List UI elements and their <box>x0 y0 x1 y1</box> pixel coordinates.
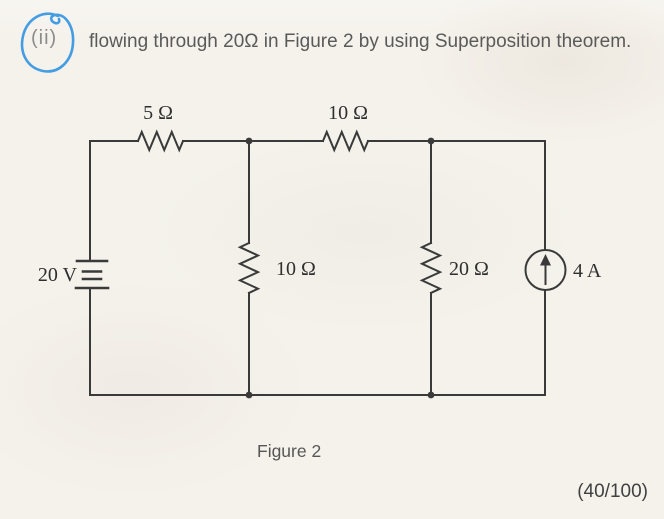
blue-ellipse-stroke <box>20 12 75 73</box>
marks-allocation: (40/100) <box>577 481 648 502</box>
label-resistor-10ohm-middle: 10 Ω <box>276 258 316 280</box>
junction-dot <box>427 137 435 145</box>
circuit-junctions <box>245 137 551 399</box>
item-marker-group: (ii) <box>14 6 84 80</box>
label-resistor-20ohm: 20 Ω <box>449 258 489 280</box>
label-resistor-10ohm-top: 10 Ω <box>328 102 368 124</box>
label-resistor-5ohm: 5 Ω <box>143 102 173 124</box>
resistor-r4-zigzag <box>419 241 443 295</box>
circuit-wires <box>74 129 567 396</box>
label-voltage-source: 20 V <box>38 264 78 286</box>
figure-caption: Figure 2 <box>257 441 322 461</box>
junction-dot <box>427 391 435 399</box>
instruction-text: flowing through 20Ω in Figure 2 by using… <box>89 31 632 52</box>
resistor-r3-zigzag <box>237 241 261 295</box>
resistor-r2-zigzag <box>321 129 370 153</box>
resistor-r1-zigzag <box>136 129 185 153</box>
junction-dot <box>245 137 253 145</box>
handwritten-circle-annotation <box>20 12 75 73</box>
junction-dot <box>245 391 253 399</box>
current-source-arrow-head <box>540 254 551 266</box>
label-current-source: 4 A <box>573 260 602 282</box>
circuit-labels: 20 V 5 Ω 10 Ω 10 Ω 20 Ω 4 A <box>38 102 602 286</box>
item-marker: (ii) <box>31 27 58 49</box>
